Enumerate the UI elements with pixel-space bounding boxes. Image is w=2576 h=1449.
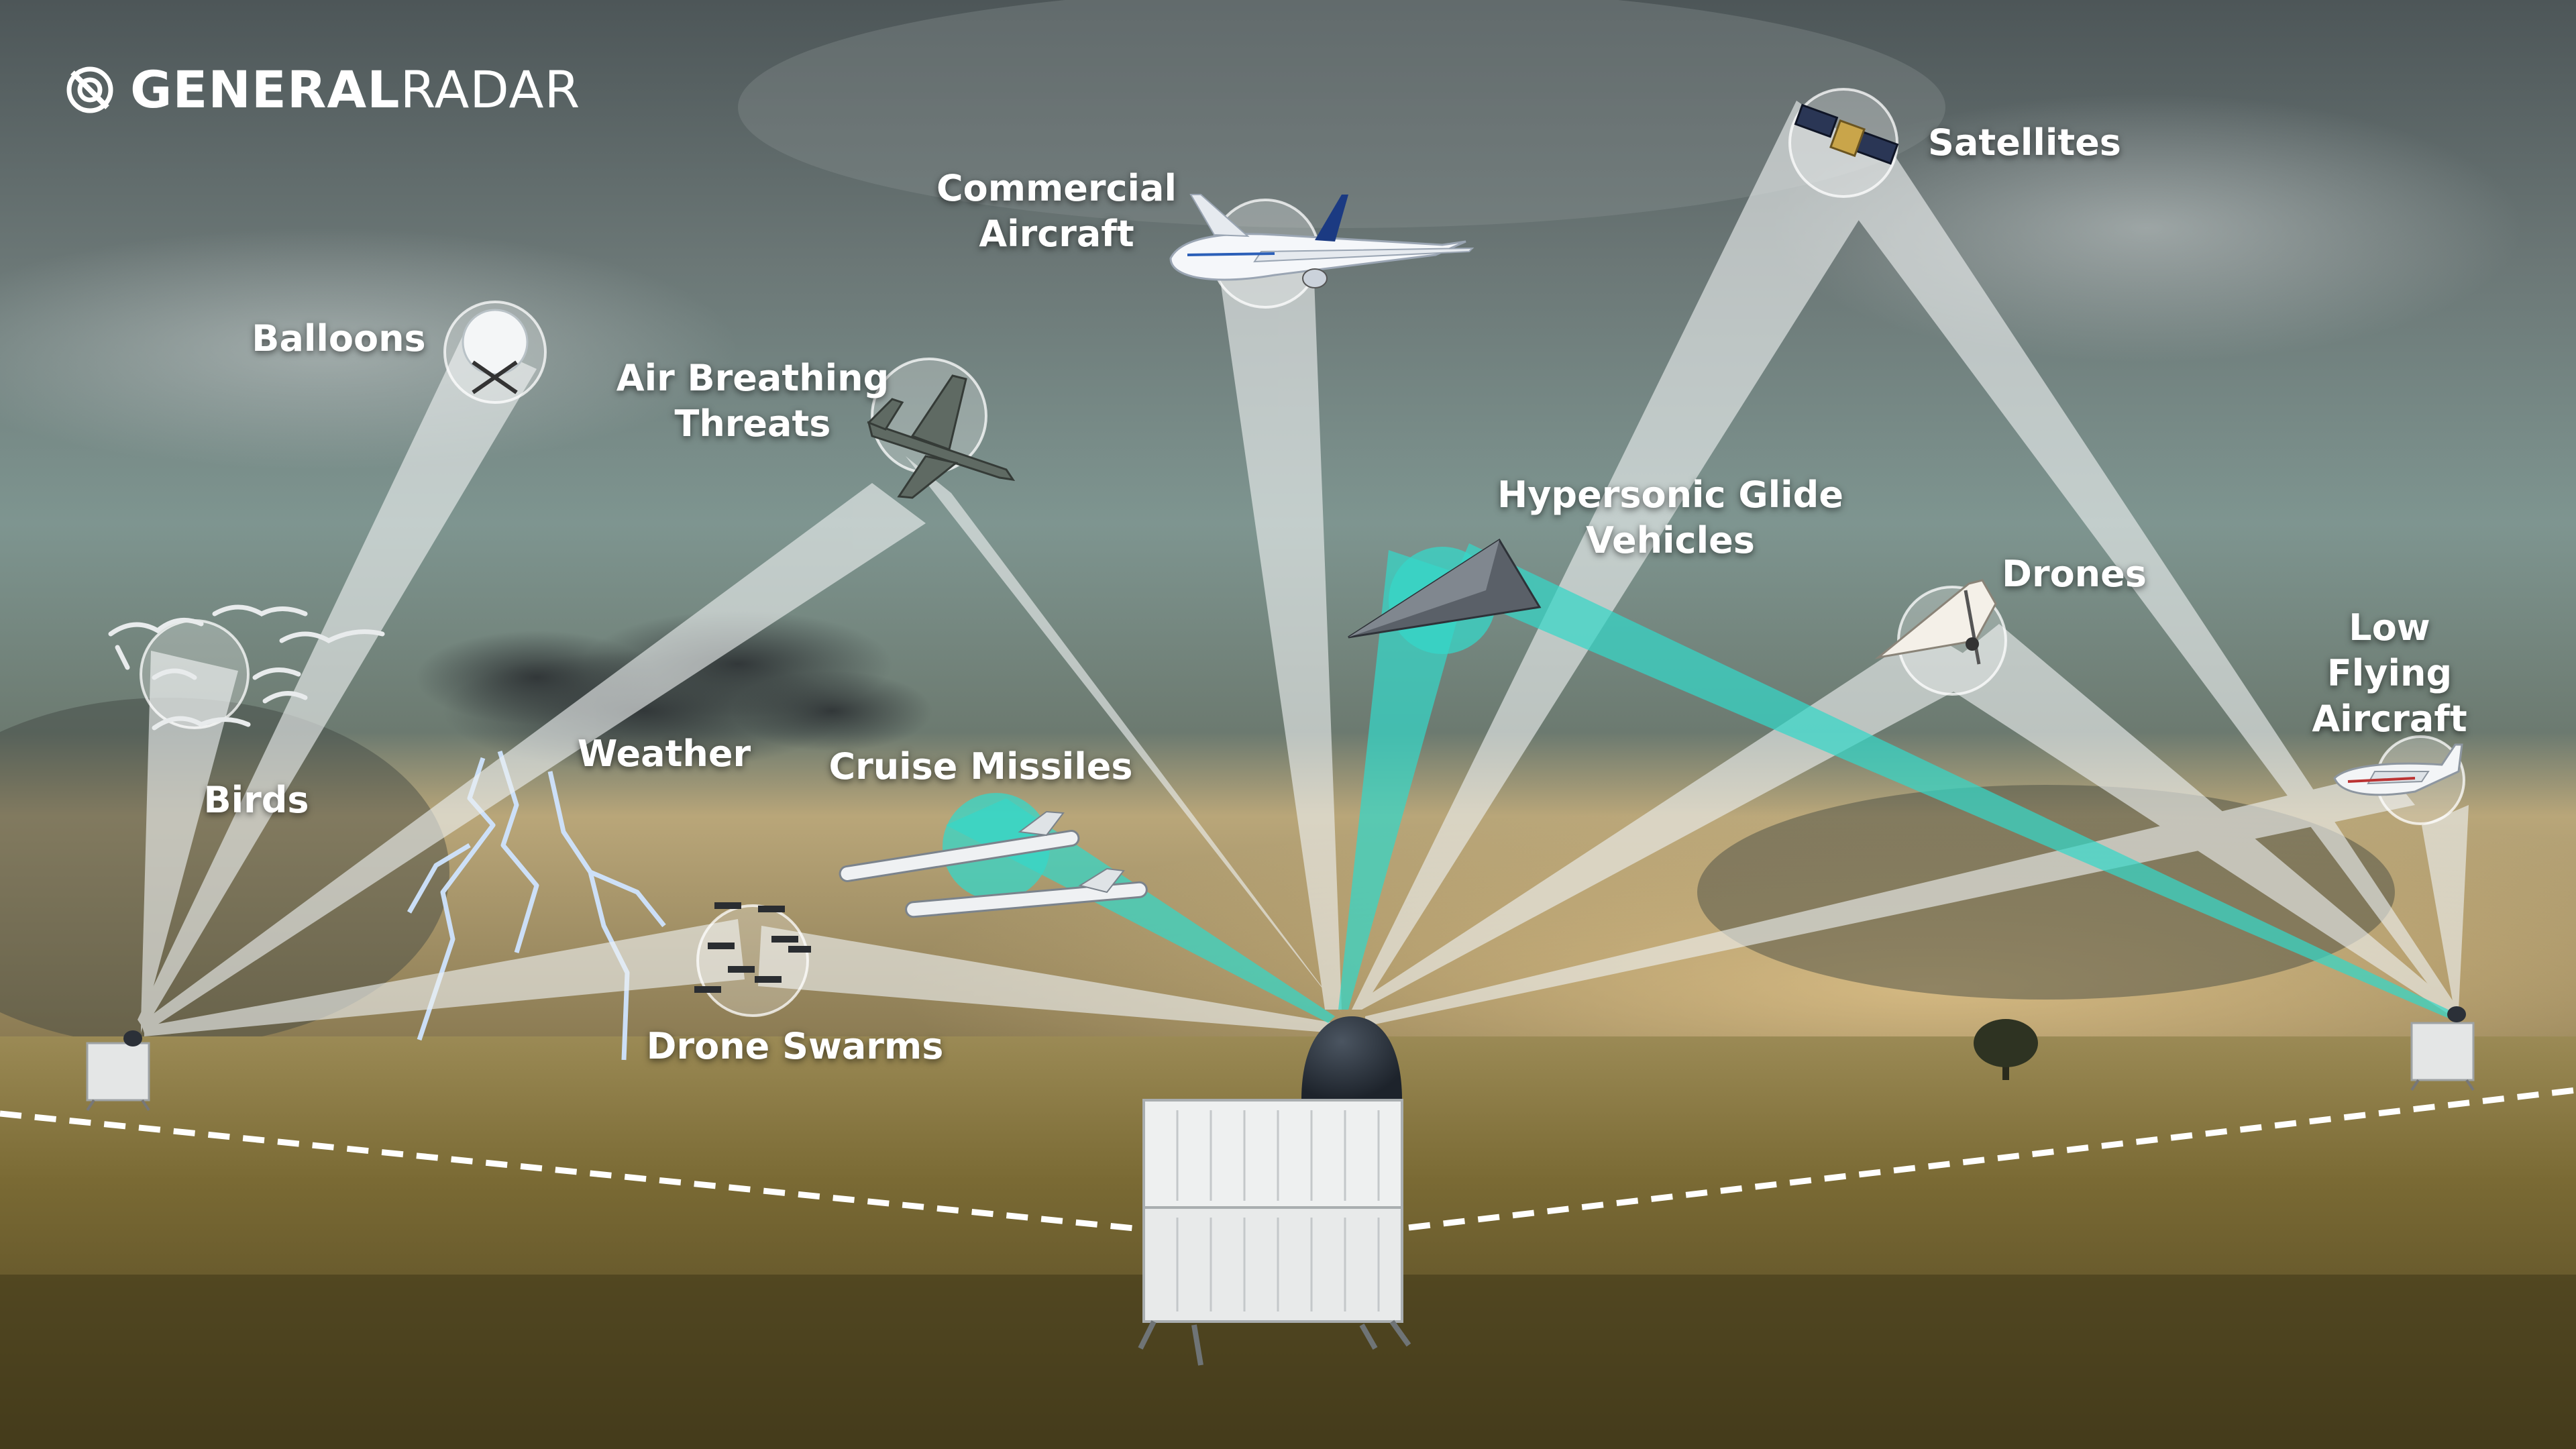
glide-vehicle-icon	[1348, 538, 1542, 639]
label-hypersonic-glide-vehicles: Hypersonic Glide Vehicles	[1497, 474, 1843, 561]
tree-icon	[1974, 1019, 2038, 1080]
label-commercial-aircraft: Commercial Aircraft	[936, 167, 1177, 255]
drone-swarm-icon	[694, 902, 811, 993]
label-balloons: Balloons	[252, 317, 426, 360]
small-plane-icon	[2333, 743, 2463, 796]
beam-hypersonic-center	[1338, 550, 1469, 1010]
beam-satellites-center	[1352, 101, 1892, 1010]
fighter-jet-icon	[867, 374, 1016, 499]
label-drones: Drones	[2002, 553, 2147, 595]
brand-name-light: RADAR	[400, 60, 581, 119]
beam-drones-right	[1932, 624, 2459, 1016]
brand-logo: GENERALRADAR	[64, 62, 580, 118]
beam-satellites-right	[1805, 141, 2459, 1016]
cruise-missiles-icon	[839, 810, 1148, 918]
right-sensor-unit	[2410, 1006, 2475, 1091]
beam-hypersonic-right	[1449, 543, 2455, 1020]
label-drone-swarms: Drone Swarms	[646, 1025, 944, 1067]
radar-logo-icon	[66, 66, 113, 113]
beam-air-breathing-left	[141, 483, 926, 1033]
beam-low-flying-center	[1365, 771, 2415, 1026]
network-links	[0, 1087, 2576, 1234]
label-air-breathing-threats: Air Breathing Threats	[616, 357, 890, 445]
beam-low-flying-right	[2422, 805, 2469, 1016]
cloud-upper	[738, 0, 1945, 228]
label-cruise-missiles: Cruise Missiles	[828, 745, 1133, 788]
birds-icon	[108, 604, 385, 731]
label-satellites: Satellites	[1928, 121, 2121, 164]
beam-air-breathing	[906, 456, 1342, 1013]
label-low-flying-aircraft: Low Flying Aircraft	[2312, 606, 2467, 740]
beam-balloons-left	[138, 335, 537, 1030]
label-weather: Weather	[577, 733, 751, 775]
brand-name-bold: GENERAL	[130, 60, 400, 119]
airliner-icon	[1169, 194, 1474, 288]
brand-wordmark: GENERALRADAR	[130, 62, 580, 118]
cloud-left	[0, 228, 738, 470]
beam-drone-swarms-center	[758, 926, 1335, 1033]
left-sensor-unit	[86, 1030, 150, 1112]
balloon-icon	[462, 309, 529, 394]
satellite-icon	[1794, 103, 1899, 165]
label-birds: Birds	[203, 779, 309, 821]
target-drone-swarms	[696, 904, 809, 1017]
beam-drone-swarms-left	[144, 919, 745, 1036]
central-radar-station	[1138, 1016, 1411, 1366]
beam-commercial-aircraft	[1218, 262, 1342, 1010]
fixed-wing-drone-icon	[1874, 579, 1997, 665]
beam-birds-left	[141, 651, 238, 1033]
